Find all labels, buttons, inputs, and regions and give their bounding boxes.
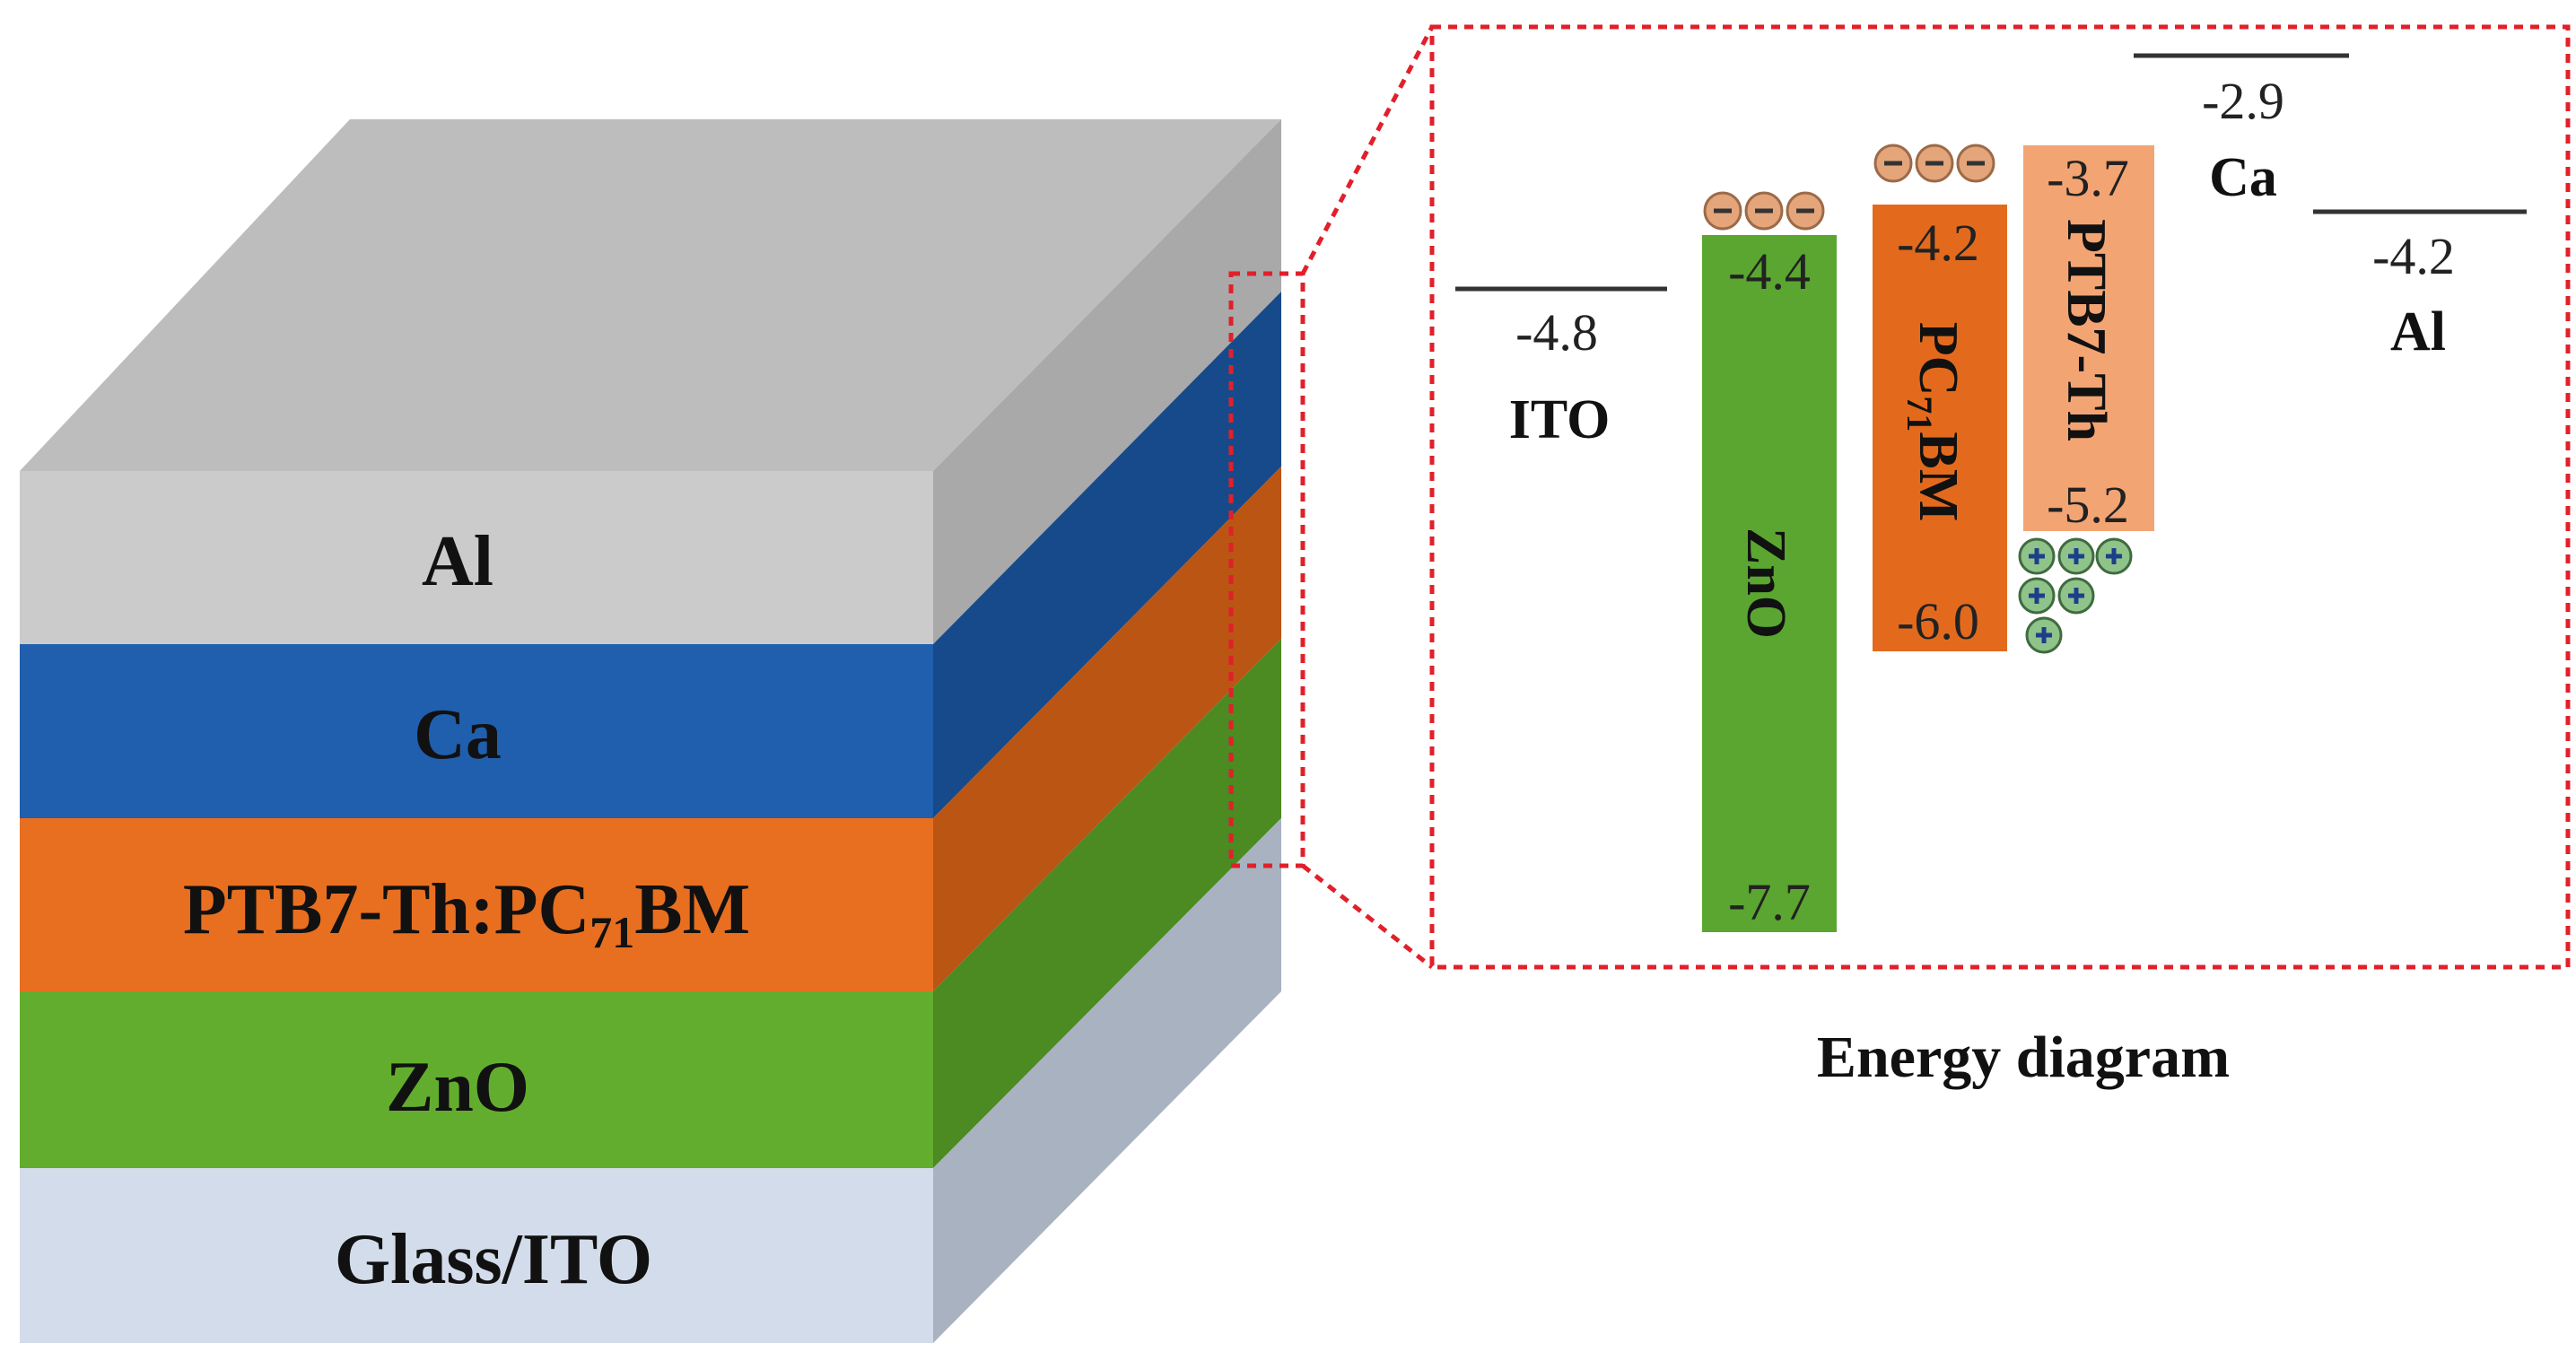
zoom-source-box (1228, 271, 1305, 868)
hole-icons-ptb7 (2018, 537, 2133, 654)
energy-diagram: -4.8 ITO -4.4 -7.7 ZnO -4.2 -6.0 PC71BM (1455, 53, 2527, 932)
ptb7-side (933, 467, 1281, 991)
ca-layer-label: Ca (414, 695, 502, 774)
zno-band (1702, 235, 1837, 932)
ca-layer (20, 644, 933, 818)
al-level-label: Al (2390, 301, 2446, 362)
pcbm-band-label: PC71BM (1899, 322, 1969, 522)
ca-level-value: -2.9 (2202, 72, 2284, 130)
zno-bottom-value: -7.7 (1728, 873, 1811, 931)
energy-diagram-frame (1429, 24, 2571, 970)
electron-icons-zno (1703, 191, 1825, 231)
ito-level-label: ITO (1509, 389, 1611, 450)
pcbm-band (1873, 205, 2007, 651)
zno-side (933, 639, 1281, 1168)
zno-layer (20, 991, 933, 1168)
ito-level-value: -4.8 (1515, 303, 1598, 362)
pcbm-top-value: -4.2 (1897, 214, 1979, 272)
ptb7-pcbm-layer-label: PTB7-Th:PC71BM (183, 870, 750, 957)
al-level-value: -4.2 (2372, 227, 2455, 285)
ca-side (933, 292, 1281, 818)
ptb7-bottom-value: -5.2 (2047, 475, 2129, 534)
zoom-line-bottom (1301, 864, 1434, 969)
al-layer-label: Al (422, 522, 493, 601)
glass-ito-layer-label: Glass/ITO (335, 1220, 652, 1299)
electron-icons-pcbm (1873, 144, 1995, 183)
ptb7-band (2023, 145, 2154, 531)
al-layer (20, 471, 933, 644)
ptb7-pcbm-layer (20, 818, 933, 991)
stack-top-face (20, 119, 1281, 471)
device-stack: Al Ca PTB7-Th:PC71BM ZnO Glass/ITO (20, 119, 1281, 1343)
zoom-callout (1228, 24, 2571, 970)
glass-ito-layer (20, 1168, 933, 1343)
ca-level-label: Ca (2209, 147, 2277, 208)
glass-side (933, 818, 1281, 1343)
pcbm-bottom-value: -6.0 (1897, 592, 1979, 650)
al-side (933, 119, 1281, 644)
ptb7-top-value: -3.7 (2047, 149, 2129, 207)
zoom-line-top (1300, 25, 1435, 275)
zno-top-value: -4.4 (1728, 242, 1811, 301)
zno-layer-label: ZnO (386, 1048, 529, 1127)
ptb7-band-label: PTB7-Th (2056, 219, 2117, 441)
energy-diagram-caption: Energy diagram (1817, 1025, 2230, 1090)
zno-band-label: ZnO (1735, 528, 1796, 639)
